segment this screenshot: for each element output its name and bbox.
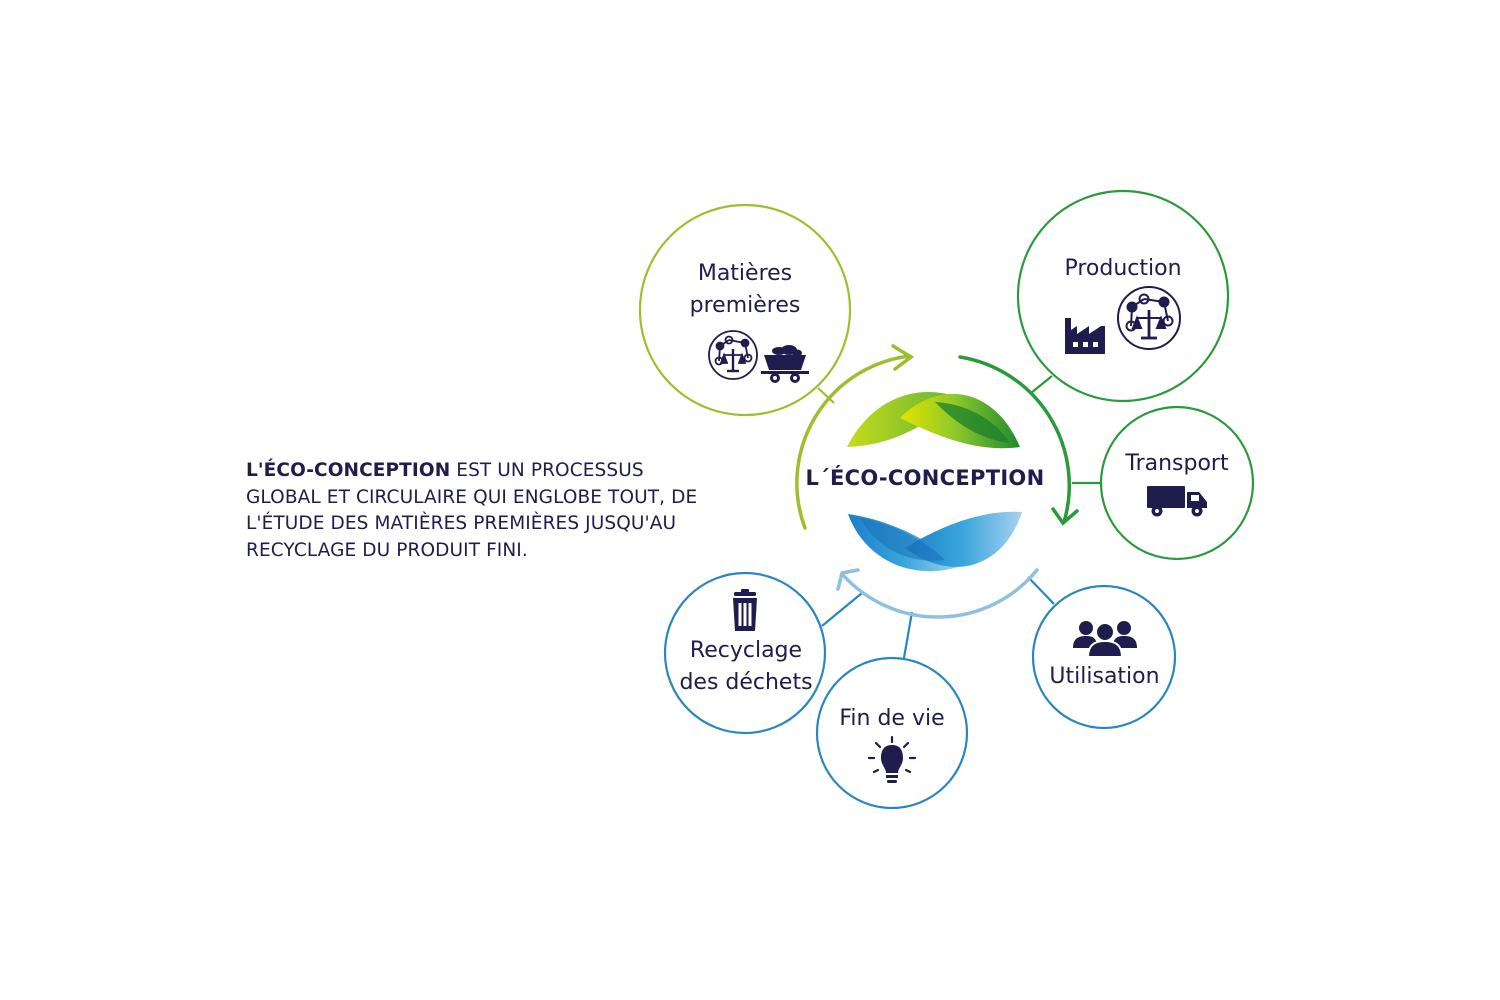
network-scale-icon-production <box>1117 286 1181 350</box>
arrow-green-head <box>1051 507 1079 526</box>
center-title: L´ÉCO-CONCEPTION <box>805 466 1045 490</box>
intro-line-3: L'ÉTUDE DES MATIÈRES PREMIÈRES JUSQU'AU <box>246 513 677 534</box>
intro-line-1-rest: EST UN PROCESSUS <box>450 460 644 481</box>
mine-cart-icon <box>761 345 809 383</box>
green-leaf-shade <box>935 402 1010 443</box>
intro-highlight: L'ÉCO-CONCEPTION <box>246 460 451 481</box>
lightbulb-icon <box>867 735 917 783</box>
blue-leaf-shade <box>860 518 945 561</box>
factory-icon <box>1065 318 1105 354</box>
intro-paragraph: L'ÉCO-CONCEPTION EST UN PROCESSUS GLOBAL… <box>246 458 746 564</box>
fin-de-vie-circle <box>815 656 969 810</box>
node-production-label: Production <box>1064 256 1182 281</box>
cycle-arrows <box>795 344 1079 619</box>
arrow-lime <box>795 354 912 530</box>
truck-icon <box>1147 486 1207 517</box>
node-transport-label: Transport <box>1125 451 1229 476</box>
arrow-green <box>958 355 1072 524</box>
matieres-line-2: premières <box>689 293 801 318</box>
node-fin-de-vie-label: Fin de vie <box>839 706 945 731</box>
recyclage-circle <box>663 571 827 735</box>
arrow-blue <box>841 568 1039 619</box>
production-circle <box>1016 189 1230 403</box>
intro-line-1: L'ÉCO-CONCEPTION EST UN PROCESSUS <box>246 458 746 485</box>
trash-icon <box>733 589 757 631</box>
matieres-line-1: Matières <box>697 261 793 286</box>
eco-logo <box>847 392 1022 572</box>
node-utilisation-label: Utilisation <box>1049 664 1160 689</box>
transport-circle <box>1099 405 1255 561</box>
node-matieres-label: Matières premières <box>665 258 825 322</box>
users-icon <box>1073 621 1137 658</box>
node-recyclage-label: Recyclage des déchets <box>667 635 825 699</box>
recyclage-line-2: des déchets <box>679 670 813 695</box>
connector-lines <box>817 375 1101 659</box>
network-scale-icon <box>708 330 758 380</box>
intro-line-2: GLOBAL ET CIRCULAIRE QUI ENGLOBE TOUT, D… <box>246 486 698 508</box>
intro-line-4: RECYCLAGE DU PRODUIT FINI. <box>246 539 528 561</box>
recyclage-line-1: Recyclage <box>689 638 803 663</box>
arrow-blue-head <box>836 568 860 591</box>
arrow-lime-head <box>891 344 915 371</box>
